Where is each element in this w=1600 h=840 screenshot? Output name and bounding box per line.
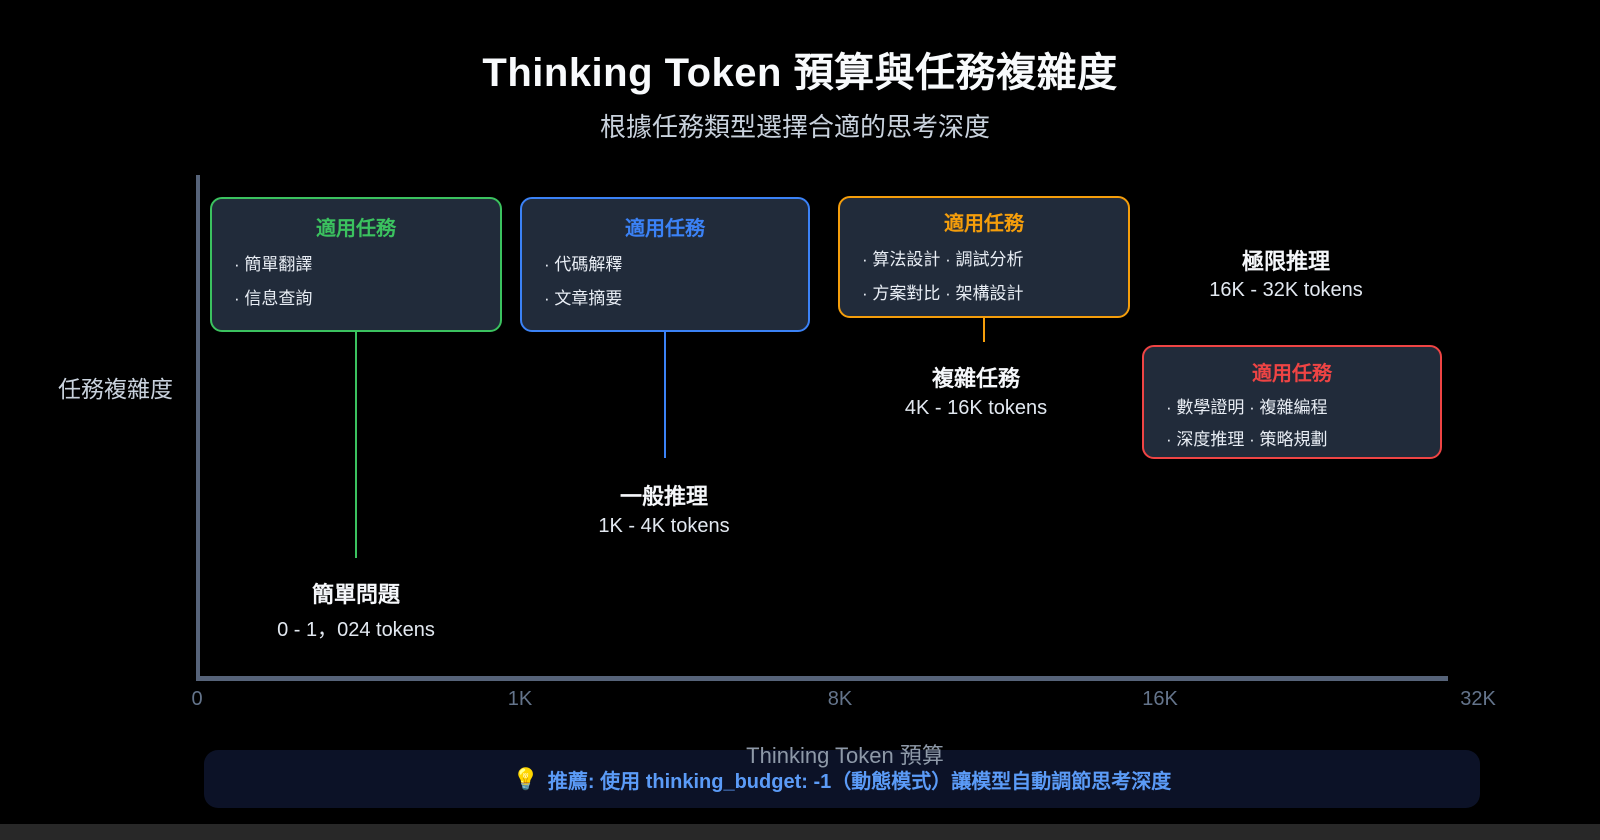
task-item: · 文章摘要 (544, 289, 623, 308)
connector-line (664, 332, 666, 458)
task-item: · 代碼解釋 (544, 255, 623, 274)
recommendation-text: 推薦: 使用 thinking_budget: -1（動態模式）讓模型自動調節思… (547, 770, 1172, 793)
tier-label: 複雜任務 (931, 366, 1021, 391)
task-box-title: 適用任務 (316, 218, 396, 240)
task-box-extreme: 適用任務 · 數學證明 · 複雜編程 · 深度推理 · 策略規劃 (1142, 345, 1442, 459)
x-tick: 0 (191, 688, 203, 710)
lightbulb-icon: 💡 (512, 767, 539, 791)
tier-token-range: 16K - 32K tokens (1209, 279, 1363, 301)
tier-token-range: 4K - 16K tokens (904, 397, 1048, 419)
tier-label: 簡單問題 (311, 582, 401, 607)
y-axis-line (196, 175, 200, 680)
task-item: · 簡單翻譯 (234, 255, 313, 274)
x-axis-label: Thinking Token 預算 (746, 743, 944, 768)
task-box-title: 適用任務 (625, 218, 705, 240)
task-box-complex: 適用任務 · 算法設計 · 調試分析 · 方案對比 · 架構設計 (838, 196, 1130, 318)
recommendation-banner (204, 750, 1480, 808)
task-item: · 信息查詢 (234, 289, 313, 308)
recommendation-row: 💡 推薦: 使用 thinking_budget: -1（動態模式）讓模型自動調… (204, 750, 1480, 808)
chart-subtitle: 根據任務類型選擇合適的思考深度 (599, 112, 991, 142)
chart-title: Thinking Token 預算與任務複雜度 (482, 51, 1118, 95)
x-tick: 8K (827, 688, 853, 710)
task-item: · 方案對比 · 架構設計 (862, 284, 1024, 303)
connector-line (983, 318, 985, 342)
connector-line (355, 332, 357, 558)
task-item: · 深度推理 · 策略規劃 (1166, 430, 1328, 449)
task-box-title: 適用任務 (1252, 363, 1332, 385)
x-tick: 1K (507, 688, 533, 710)
x-tick: 16K (1142, 688, 1178, 710)
tier-label: 一般推理 (619, 484, 709, 509)
task-box-simple: 適用任務 · 簡單翻譯 · 信息查詢 (210, 197, 502, 332)
task-item: · 數學證明 · 複雜編程 (1166, 398, 1328, 417)
task-box-title: 適用任務 (944, 213, 1024, 235)
tier-token-range: 0 - 1，024 tokens (277, 619, 435, 641)
tier-label: 極限推理 (1241, 249, 1331, 274)
task-box-general: 適用任務 · 代碼解釋 · 文章摘要 (520, 197, 810, 332)
task-item: · 算法設計 · 調試分析 (862, 250, 1024, 269)
y-axis-label: 任務複雜度 (58, 376, 173, 402)
x-axis-line (196, 676, 1448, 681)
x-tick: 32K (1460, 688, 1496, 710)
bottom-strip (0, 824, 1600, 840)
tier-token-range: 1K - 4K tokens (598, 515, 730, 537)
